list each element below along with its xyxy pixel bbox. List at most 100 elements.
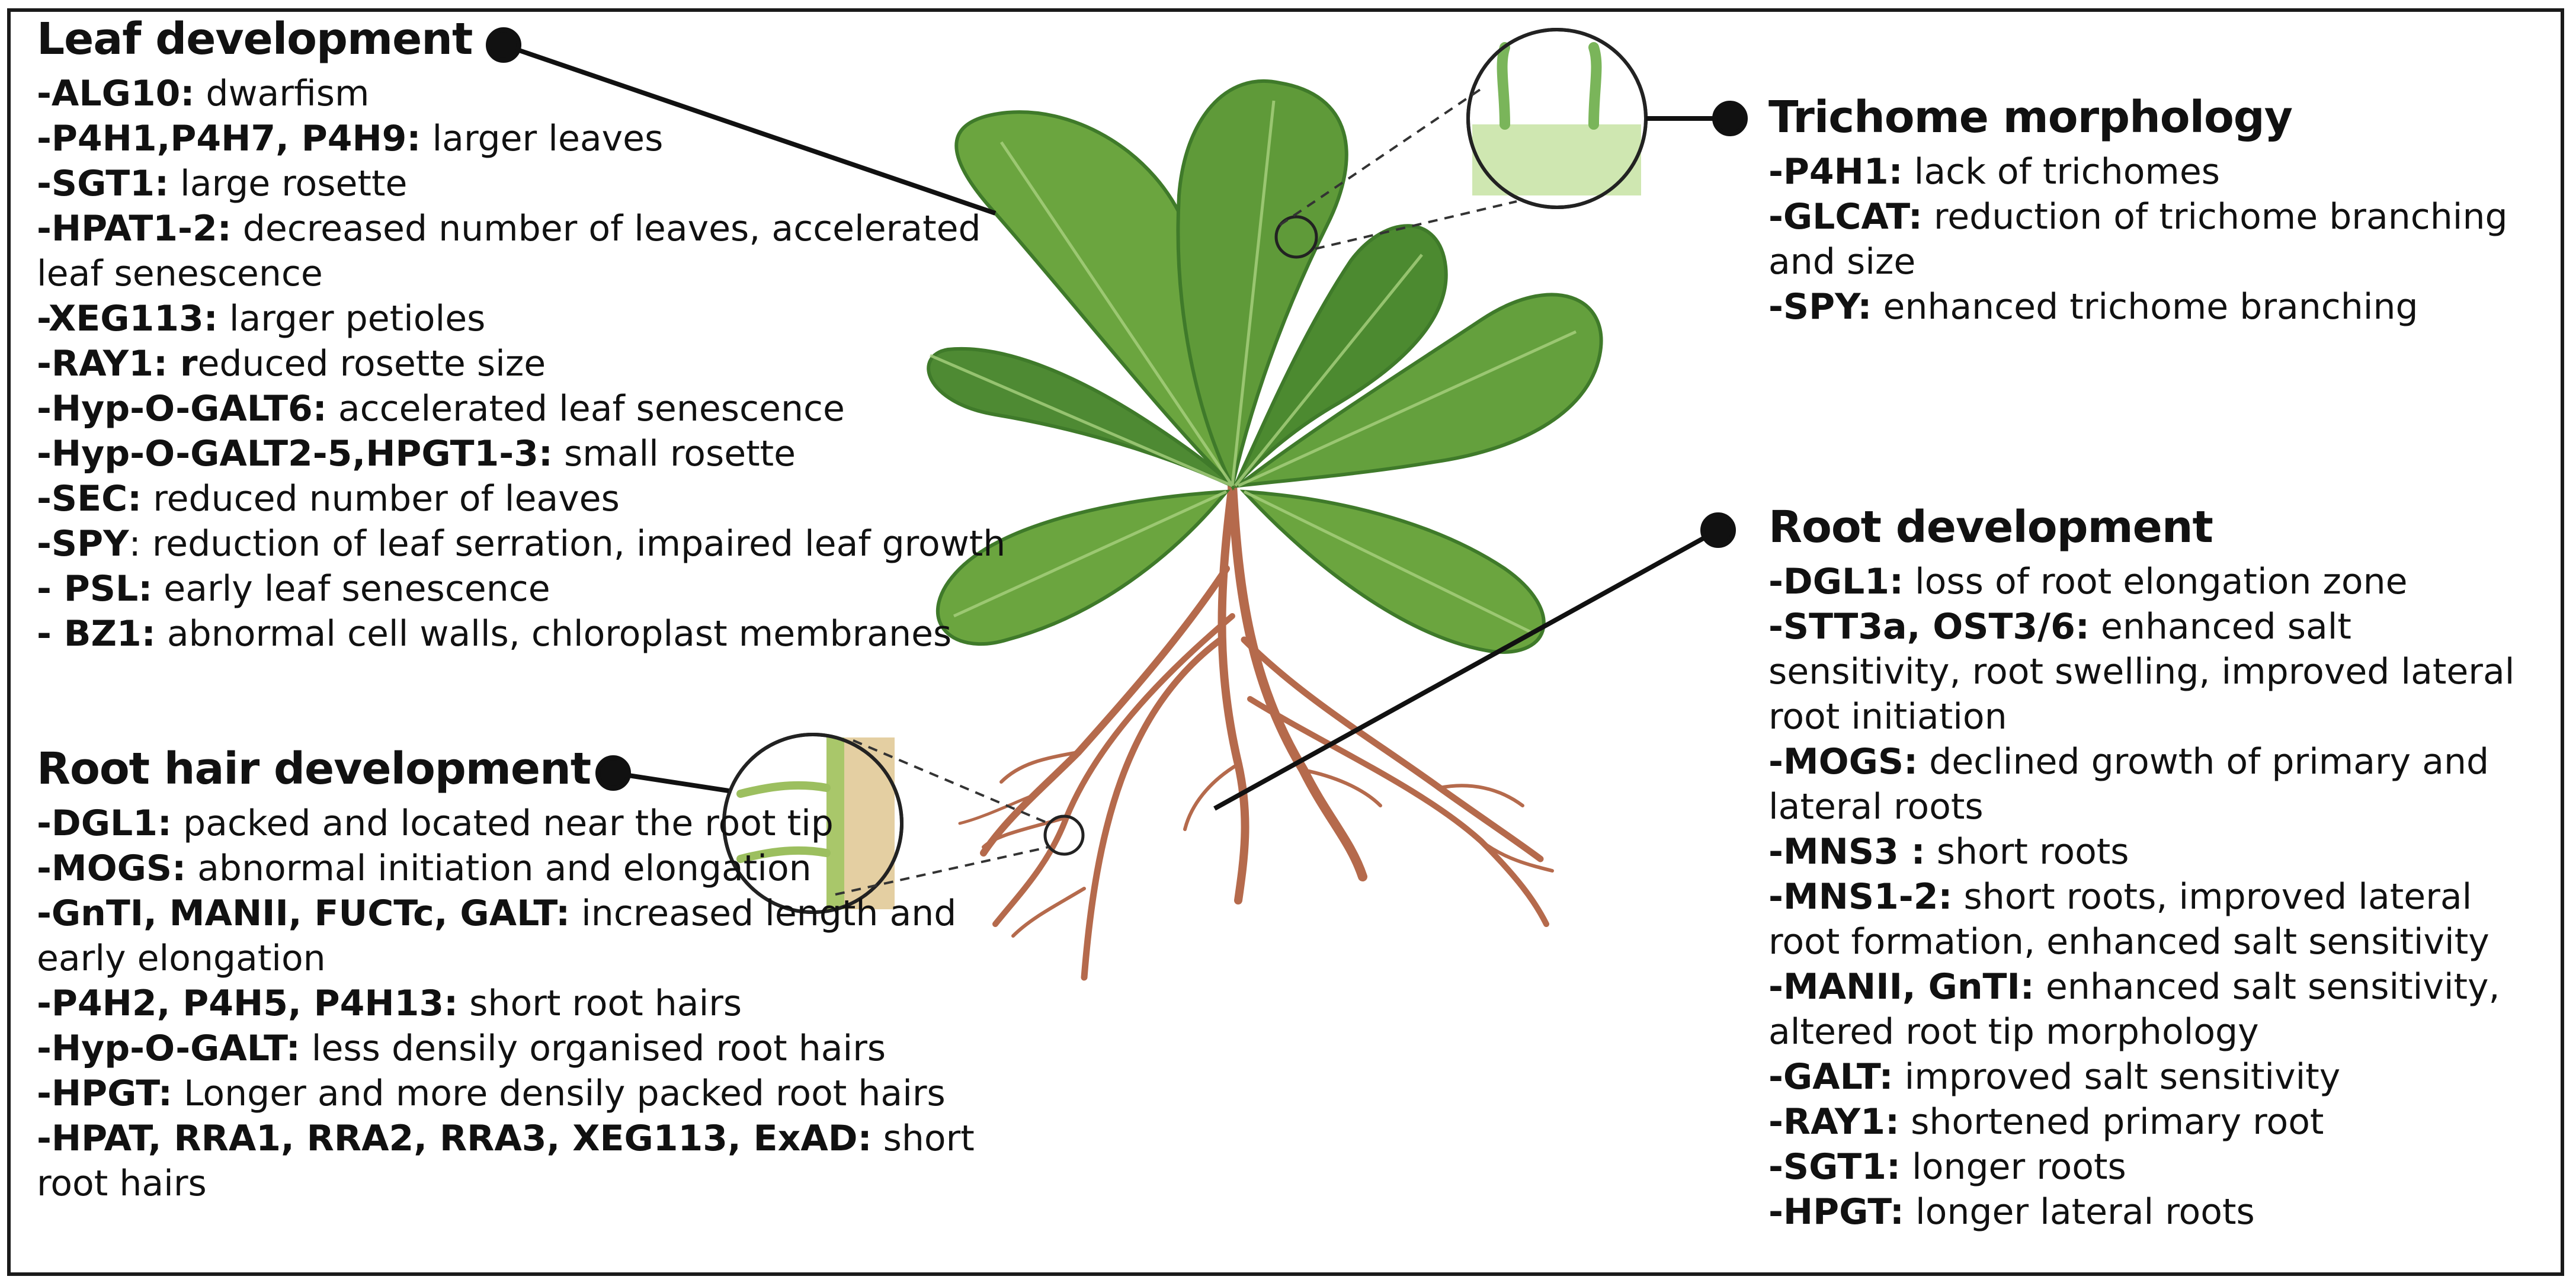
gene-name: -SPY [37, 523, 129, 565]
gene-name: -HPAT, RRA1, RRA2, RRA3, XEG113, ExAD: [37, 1118, 872, 1159]
phenotype-description: accelerated leaf senescence [326, 388, 845, 429]
gene-name: -HPGT: [1768, 1191, 1904, 1233]
list-item: -SEC: reduced number of leaves [37, 476, 1008, 521]
list-item: -DGL1: loss of root elongation zone [1768, 559, 2551, 604]
phenotype-description: increased length and early elongation [37, 893, 957, 979]
gene-name: -GALT: [1768, 1056, 1893, 1098]
phenotype-description: enhanced salt sensitivity, altered root … [1768, 966, 2500, 1053]
gene-name: -DGL1: [37, 803, 172, 844]
phenotype-description: longer lateral roots [1904, 1191, 2255, 1233]
list-item: -XEG113: larger petioles [37, 296, 1008, 341]
list-item: -SGT1: longer roots [1768, 1144, 2551, 1189]
root-system [958, 481, 1554, 981]
trichome-morphology-section: Trichome morphology -P4H1: lack of trich… [1768, 89, 2551, 329]
trichome-callout-dot [1712, 101, 1748, 136]
gene-name: -RAY1: [1768, 1101, 1899, 1143]
phenotype-description: loss of root elongation zone [1903, 561, 2408, 602]
root-hair-development-list: -DGL1: packed and located near the root … [37, 801, 1008, 1206]
gene-name: -Hyp-O-GALT6: [37, 388, 327, 429]
gene-name: -MNS1-2: [1768, 876, 1953, 918]
list-item: -STT3a, OST3/6: enhanced salt sensitivit… [1768, 604, 2551, 739]
gene-name: -MOGS: [37, 848, 187, 889]
list-item: -SGT1: large rosette [37, 161, 1008, 206]
list-item: - PSL: early leaf senescence [37, 566, 1008, 611]
phenotype-description: less densily organised root hairs [300, 1028, 886, 1069]
root-hair-inset [722, 733, 1085, 914]
phenotype-description: reduction of trichome branching and size [1768, 196, 2508, 283]
leaf-development-section: Leaf development -ALG10: dwarfism-P4H1,P… [37, 11, 1008, 656]
gene-name: -P4H2, P4H5, P4H13: [37, 983, 459, 1024]
gene-name: -MANII, GnTI: [1768, 966, 2034, 1008]
gene-name: -P4H1,P4H7, P4H9: [37, 118, 421, 159]
phenotype-description: shortened primary root [1899, 1101, 2324, 1143]
phenotype-description: longer roots [1900, 1146, 2126, 1188]
phenotype-description: short root hairs [37, 1118, 975, 1204]
list-item: -ALG10: dwarfism [37, 71, 1008, 116]
list-item: -HPAT, RRA1, RRA2, RRA3, XEG113, ExAD: s… [37, 1116, 1008, 1206]
phenotype-description: enhanced salt sensitivity, root swelling… [1768, 606, 2515, 737]
phenotype-description: improved salt sensitivity [1893, 1056, 2341, 1098]
list-item: -P4H1: lack of trichomes [1768, 149, 2551, 194]
gene-name: - PSL: [37, 568, 153, 610]
phenotype-description: declined growth of primary and lateral r… [1768, 741, 2490, 828]
gene-name: -STT3a, OST3/6: [1768, 606, 2090, 647]
list-item: - BZ1: abnormal cell walls, chloroplast … [37, 611, 1008, 656]
gene-name: -ALG10: [37, 73, 195, 114]
gene-name: -GnTI, MANII, FUCTc, GALT: [37, 893, 571, 934]
phenotype-description: lack of trichomes [1902, 151, 2221, 193]
list-item: -MOGS: declined growth of primary and la… [1768, 739, 2551, 829]
list-item: -P4H1,P4H7, P4H9: larger leaves [37, 116, 1008, 161]
gene-name: -Hyp-O-GALT2-5,HPGT1-3: [37, 433, 553, 474]
section-title: Leaf development [37, 14, 473, 65]
phenotype-description: educed rosette size [197, 343, 546, 384]
phenotype-description: large rosette [168, 163, 408, 204]
gene-name: -Hyp-O-GALT: [37, 1028, 300, 1069]
figure-frame [7, 8, 2564, 1276]
list-item: -Hyp-O-GALT2-5,HPGT1-3: small rosette [37, 431, 1008, 476]
gene-name: -DGL1: [1768, 561, 1904, 602]
trichome-inset [1274, 28, 1648, 259]
phenotype-description: dwarfism [194, 73, 370, 114]
phenotype-description: : reduction of leaf serration, impaired … [129, 523, 1006, 565]
phenotype-description: packed and located near the root tip [171, 803, 834, 844]
root-development-list: -DGL1: loss of root elongation zone-STT3… [1768, 559, 2551, 1234]
phenotype-description: short roots, improved lateral root forma… [1768, 876, 2490, 963]
root-hair-callout-dot [595, 755, 631, 791]
gene-name: -XEG113: [37, 298, 218, 339]
phenotype-description: larger leaves [421, 118, 664, 159]
list-item: -DGL1: packed and located near the root … [37, 801, 1008, 846]
gene-name: - BZ1: [37, 613, 156, 655]
phenotype-description: small rosette [552, 433, 796, 474]
rosette-leaves [927, 79, 1603, 654]
phenotype-description: short root hairs [458, 983, 742, 1024]
callout-lines [486, 27, 1748, 811]
gene-name: -HPAT1-2: [37, 208, 232, 249]
root-callout-dot [1700, 512, 1736, 548]
list-item: -Hyp-O-GALT6: accelerated leaf senescenc… [37, 386, 1008, 431]
section-title: Root hair development [37, 743, 591, 794]
phenotype-description: abnormal cell walls, chloroplast membran… [155, 613, 952, 655]
list-item: -GnTI, MANII, FUCTc, GALT: increased len… [37, 891, 1008, 981]
phenotype-description: larger petioles [217, 298, 486, 339]
list-item: -HPAT1-2: decreased number of leaves, ac… [37, 206, 1008, 296]
list-item: -MNS1-2: short roots, improved lateral r… [1768, 874, 2551, 964]
list-item: -SPY: enhanced trichome branching [1768, 284, 2551, 329]
trichome-morphology-list: -P4H1: lack of trichomes-GLCAT: reductio… [1768, 149, 2551, 329]
list-item: -HPGT: longer lateral roots [1768, 1189, 2551, 1234]
gene-name: -SPY: [1768, 286, 1872, 328]
list-item: -MNS3 : short roots [1768, 829, 2551, 874]
list-item: -Hyp-O-GALT: less densily organised root… [37, 1026, 1008, 1071]
leaf-callout-dot [486, 27, 521, 63]
gene-name: -MOGS: [1768, 741, 1918, 782]
gene-name: -SGT1: [1768, 1146, 1901, 1188]
list-item: -MOGS: abnormal initiation and elongatio… [37, 846, 1008, 891]
gene-name: -P4H1: [1768, 151, 1903, 193]
list-item: -HPGT: Longer and more densily packed ro… [37, 1071, 1008, 1116]
leaf-development-list: -ALG10: dwarfism-P4H1,P4H7, P4H9: larger… [37, 71, 1008, 656]
gene-name: -SEC: [37, 478, 142, 519]
root-hair-development-section: Root hair development -DGL1: packed and … [37, 740, 1008, 1206]
phenotype-description: early leaf senescence [152, 568, 550, 610]
section-title: Trichome morphology [1768, 92, 2293, 143]
phenotype-description: decreased number of leaves, accelerated … [37, 208, 981, 294]
